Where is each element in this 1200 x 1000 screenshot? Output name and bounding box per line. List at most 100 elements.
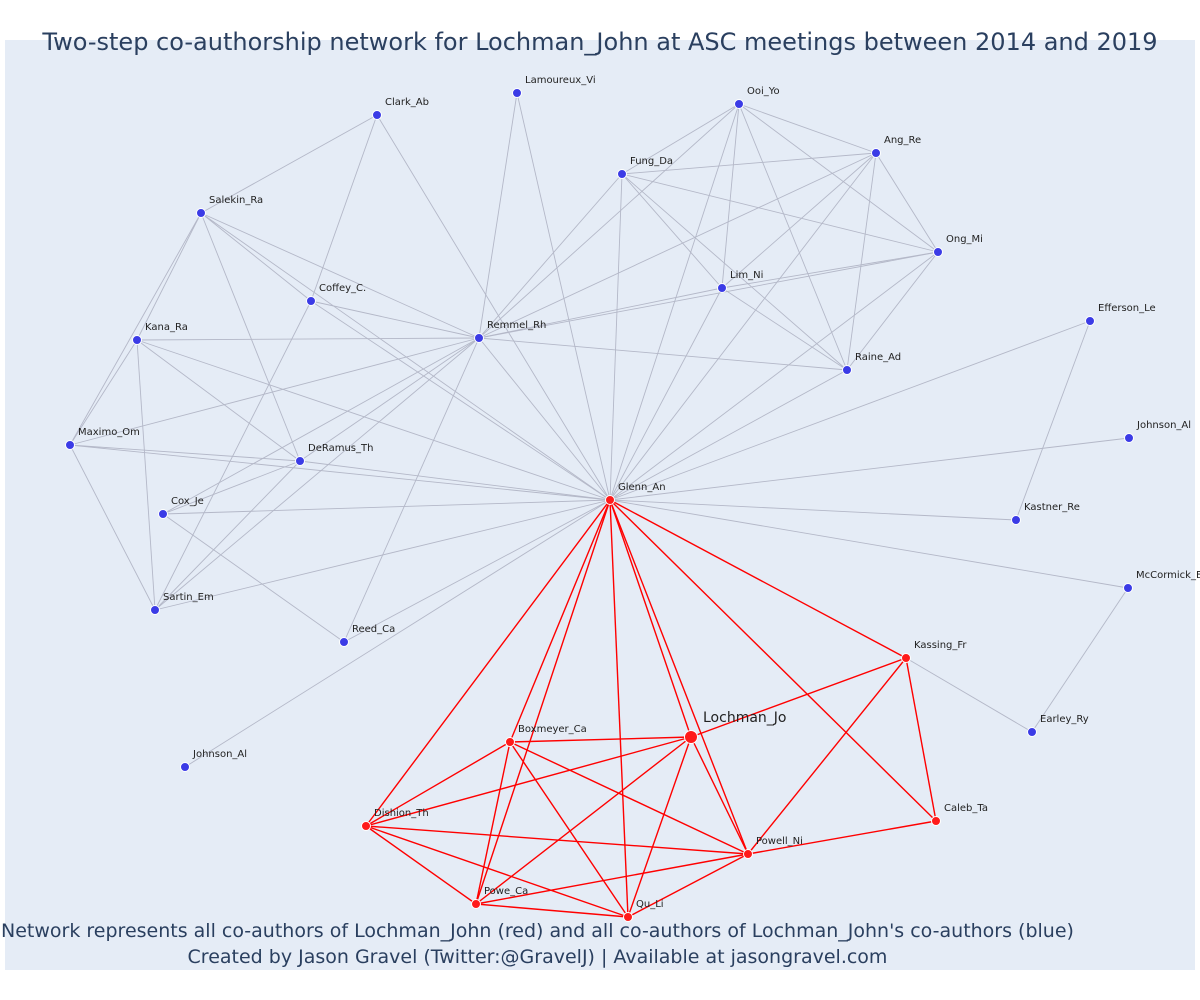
edge-Ang_Re-Remmel_Rh <box>478 152 877 339</box>
edge-Glenn_An-Kassing_Fr <box>609 499 907 659</box>
node-label-Efferson_Le: Efferson_Le <box>1098 303 1156 314</box>
edge-Lim_Ni-Raine_Ad <box>721 287 848 371</box>
edge-Glenn_An-DeRamus_Th <box>299 460 611 501</box>
node-Kassing_Fr[interactable] <box>901 653 911 663</box>
node-Johnson_Al_2[interactable] <box>180 762 190 772</box>
node-Kana_Ra[interactable] <box>132 335 142 345</box>
edge-Powell_Ni-Powe_Ca <box>475 853 749 905</box>
node-Salekin_Ra[interactable] <box>196 208 206 218</box>
edge-Clark_Ab-Salekin_Ra <box>200 114 378 214</box>
node-label-Reed_Ca: Reed_Ca <box>352 624 395 635</box>
node-label-Clark_Ab: Clark_Ab <box>385 97 429 108</box>
node-Raine_Ad[interactable] <box>842 365 852 375</box>
edge-Remmel_Rh-Maximo_Om <box>69 337 480 446</box>
edge-Glenn_An-Ooi_Yo <box>609 103 740 501</box>
node-McCormick_E[interactable] <box>1123 583 1133 593</box>
edge-Salekin_Ra-DeRamus_Th <box>200 212 301 462</box>
edge-Glenn_An-Kana_Ra <box>136 339 611 501</box>
node-label-Johnson_Al_1: Johnson_Al <box>1136 420 1191 431</box>
node-Clark_Ab[interactable] <box>372 110 382 120</box>
edge-Glenn_An-Lamoureux_Vi <box>516 92 611 501</box>
edge-Lochman_Jo-Kassing_Fr <box>690 657 907 738</box>
edge-Ang_Re-Lim_Ni <box>721 152 877 289</box>
edge-Glenn_An-Ang_Re <box>609 152 877 501</box>
node-Lochman_Jo[interactable] <box>684 730 698 744</box>
edge-McCormick_E-Earley_Ry <box>1031 587 1129 733</box>
caption-line-1: Network represents all co-authors of Loc… <box>1 920 1074 942</box>
edge-Glenn_An-Johnson_Al_2 <box>184 499 611 768</box>
edge-Lim_Ni-Remmel_Rh <box>478 287 723 339</box>
node-Sartin_Em[interactable] <box>150 605 160 615</box>
edge-Efferson_Le-Kastner_Re <box>1015 320 1091 521</box>
node-label-Dishion_Th: Dishion_Th <box>374 808 429 819</box>
node-Boxmeyer_Ca[interactable] <box>505 737 515 747</box>
edge-Glenn_An-Coffey_C <box>310 300 611 501</box>
edge-Remmel_Rh-Reed_Ca <box>343 337 480 643</box>
node-Earley_Ry[interactable] <box>1027 727 1037 737</box>
node-Ooi_Yo[interactable] <box>734 99 744 109</box>
node-label-Ong_Mi: Ong_Mi <box>946 234 983 245</box>
node-Ong_Mi[interactable] <box>933 247 943 257</box>
node-label-McCormick_E: McCormick_E <box>1136 570 1200 581</box>
edge-Remmel_Rh-Sartin_Em <box>154 337 480 611</box>
node-label-Lamoureux_Vi: Lamoureux_Vi <box>525 75 596 86</box>
edge-Ooi_Yo-Ang_Re <box>738 103 877 154</box>
edge-Fung_Da-Lim_Ni <box>621 173 723 289</box>
node-DeRamus_Th[interactable] <box>295 456 305 466</box>
edge-Ooi_Yo-Remmel_Rh <box>478 103 740 339</box>
edge-Glenn_An-Efferson_Le <box>609 320 1091 501</box>
edge-Ang_Re-Raine_Ad <box>846 152 877 371</box>
edge-Remmel_Rh-Kana_Ra <box>136 337 480 341</box>
edge-Powell_Ni-Qu_Li <box>627 853 749 918</box>
node-Ang_Re[interactable] <box>871 148 881 158</box>
edge-Glenn_An-Qu_Li <box>609 499 629 918</box>
node-Lamoureux_Vi[interactable] <box>512 88 522 98</box>
edge-Glenn_An-Clark_Ab <box>376 114 611 501</box>
node-label-Raine_Ad: Raine_Ad <box>855 352 901 363</box>
edge-Powell_Ni-Caleb_Ta <box>747 820 937 855</box>
edge-Lochman_Jo-Qu_Li <box>627 736 692 918</box>
edge-Glenn_An-Maximo_Om <box>69 444 611 501</box>
edge-Remmel_Rh-Salekin_Ra <box>200 212 480 339</box>
edge-Salekin_Ra-Kana_Ra <box>136 212 202 341</box>
edge-layer <box>69 92 1130 918</box>
node-Kastner_Re[interactable] <box>1011 515 1021 525</box>
node-Reed_Ca[interactable] <box>339 637 349 647</box>
edge-Lochman_Jo-Powe_Ca <box>475 736 692 905</box>
node-Qu_Li[interactable] <box>623 912 633 922</box>
edge-Glenn_An-Kastner_Re <box>609 499 1017 521</box>
node-label-Caleb_Ta: Caleb_Ta <box>944 803 988 814</box>
node-label-Sartin_Em: Sartin_Em <box>163 592 214 603</box>
node-label-Remmel_Rh: Remmel_Rh <box>487 320 546 331</box>
node-Powe_Ca[interactable] <box>471 899 481 909</box>
node-Maximo_Om[interactable] <box>65 440 75 450</box>
edge-Boxmeyer_Ca-Powe_Ca <box>475 741 511 905</box>
node-Glenn_An[interactable] <box>605 495 615 505</box>
node-Johnson_Al_1[interactable] <box>1124 433 1134 443</box>
node-label-Earley_Ry: Earley_Ry <box>1040 714 1089 725</box>
edge-Kassing_Fr-Caleb_Ta <box>905 657 937 822</box>
node-Cox_Je[interactable] <box>158 509 168 519</box>
node-label-Powe_Ca: Powe_Ca <box>484 886 528 897</box>
node-label-Coffey_C: Coffey_C. <box>319 283 366 294</box>
node-Caleb_Ta[interactable] <box>931 816 941 826</box>
edge-Glenn_An-Remmel_Rh <box>478 337 611 501</box>
node-Remmel_Rh[interactable] <box>474 333 484 343</box>
edge-Raine_Ad-Remmel_Rh <box>478 337 848 371</box>
node-Fung_Da[interactable] <box>617 169 627 179</box>
node-Lim_Ni[interactable] <box>717 283 727 293</box>
node-label-Glenn_An: Glenn_An <box>618 482 666 493</box>
edge-Remmel_Rh-Lamoureux_Vi <box>478 92 518 339</box>
edge-Remmel_Rh-Coffey_C <box>310 300 480 339</box>
edge-Dishion_Th-Powell_Ni <box>365 825 749 855</box>
node-Coffey_C[interactable] <box>306 296 316 306</box>
node-label-Kassing_Fr: Kassing_Fr <box>914 640 967 651</box>
edge-Cox_Je-Reed_Ca <box>162 513 345 643</box>
edge-Fung_Da-Ong_Mi <box>621 173 939 253</box>
node-label-Boxmeyer_Ca: Boxmeyer_Ca <box>518 724 587 735</box>
edge-Kana_Ra-DeRamus_Th <box>136 339 301 462</box>
node-Powell_Ni[interactable] <box>743 849 753 859</box>
node-Dishion_Th[interactable] <box>361 821 371 831</box>
node-Efferson_Le[interactable] <box>1085 316 1095 326</box>
